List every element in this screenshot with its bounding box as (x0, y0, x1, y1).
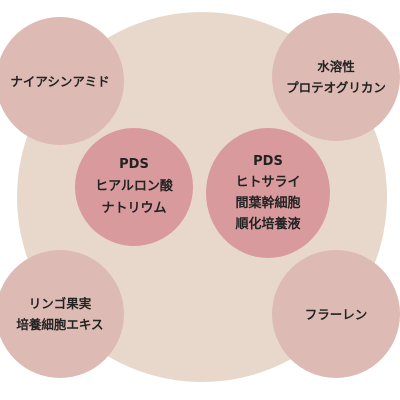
bubble-label: ナトリウム (101, 201, 167, 216)
bubble-label: プロテオグリカン (286, 80, 386, 95)
bubble-pds-stem-cell-conditioned-media: PDS ヒトサライ 間葉幹細胞 順化培養液 (206, 128, 330, 258)
bubble-proteoglycan: 水溶性 プロテオグリカン (272, 13, 400, 141)
bubble-label: ナイアシンアミド (10, 73, 110, 89)
bubble-label: リンゴ果実 (28, 296, 92, 311)
bubble-fullerene: フラーレン (272, 250, 400, 378)
bubble-label: フラーレン (304, 306, 368, 322)
bubble-label: 間葉幹細胞 (235, 196, 301, 211)
bubble-label: 順化培養液 (235, 217, 301, 232)
bubble-apple-stem-cell-extract: リンゴ果実 培養細胞エキス (0, 250, 124, 378)
bubble-pds-sodium-hyaluronate: PDS ヒアルロン酸 ナトリウム (75, 128, 193, 246)
bubble-label: PDS (253, 154, 283, 169)
bubble-label: ヒアルロン酸 (95, 179, 173, 194)
bubble-label: ヒトサライ (235, 175, 301, 190)
bubble-label: 培養細胞エキス (16, 317, 104, 332)
bubble-label: 水溶性 (317, 59, 355, 74)
bubble-label: PDS (119, 157, 149, 172)
bubble-niacinamide: ナイアシンアミド (0, 17, 124, 145)
